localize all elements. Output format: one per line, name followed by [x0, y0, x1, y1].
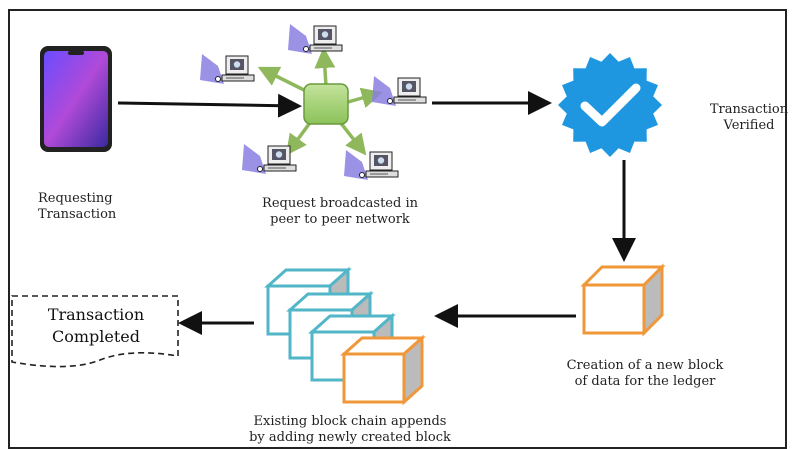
label-creation-new-block: Creation of a new block of data for the …	[566, 358, 724, 389]
document-icon	[11, 295, 179, 368]
label-transaction-verified: Transaction Verified	[709, 102, 789, 133]
label-request-broadcast: Request broadcasted in peer to peer netw…	[262, 196, 418, 227]
computer-node-icon	[287, 23, 343, 55]
computer-node-icon	[241, 143, 297, 175]
data-block-icon	[580, 263, 666, 337]
smartphone-icon	[40, 46, 112, 152]
computer-node-icon	[343, 149, 399, 181]
network-spokes	[257, 47, 383, 156]
block-chain-stack	[264, 266, 426, 406]
label-existing-block-chain: Existing block chain appends by adding n…	[249, 414, 451, 445]
arrow-phone-to-network	[117, 93, 302, 118]
data-block-icon	[340, 334, 426, 406]
verified-badge-icon	[558, 53, 662, 157]
label-transaction-completed: Transaction Completed	[47, 305, 145, 346]
label-requesting-transaction: Requesting Transaction	[38, 191, 117, 222]
network-hub-icon	[303, 83, 349, 125]
computer-node-icon	[371, 75, 427, 107]
computer-node-icon	[199, 53, 255, 85]
